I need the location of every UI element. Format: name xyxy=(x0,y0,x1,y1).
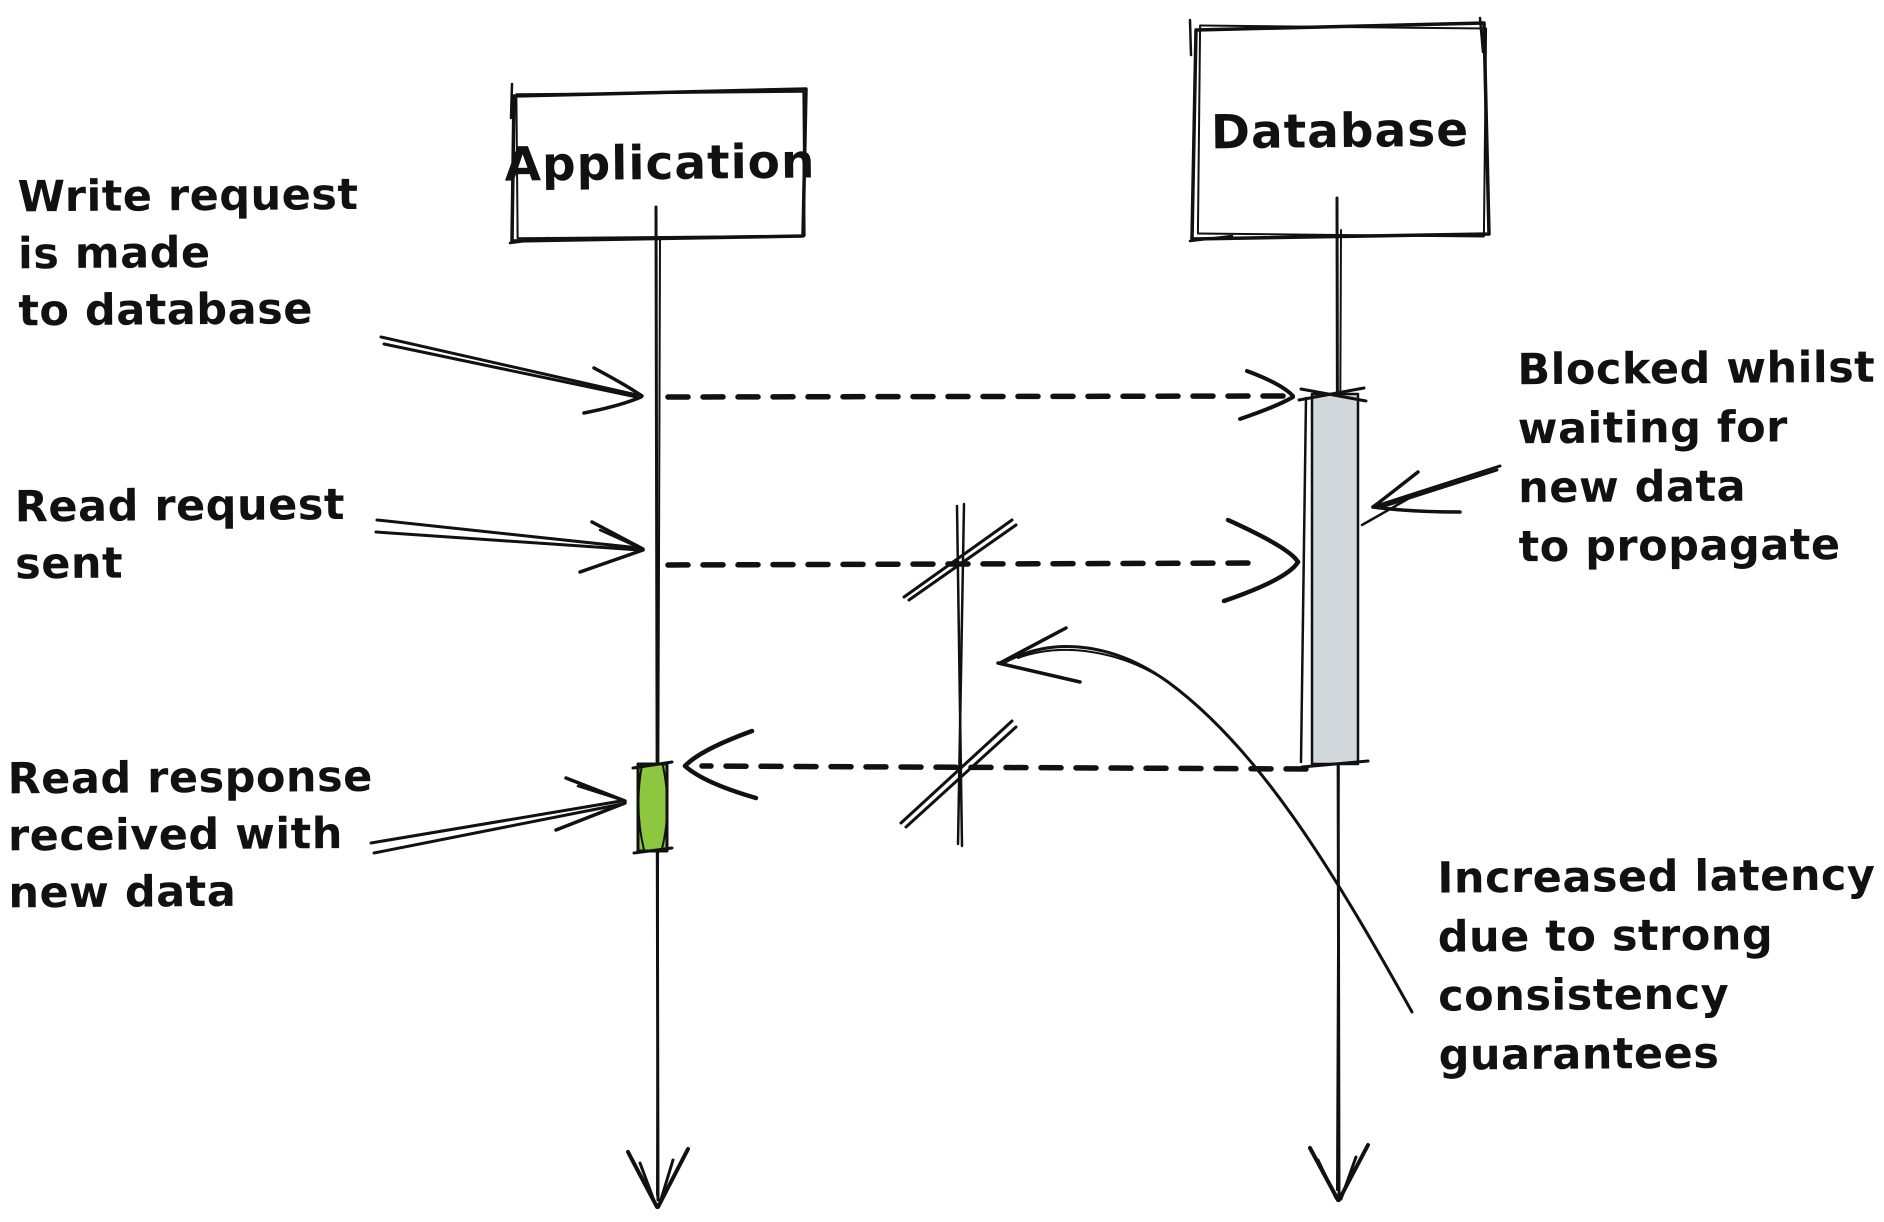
increased-latency-note: Increased latency due to strong consiste… xyxy=(1437,850,1876,1081)
latency-curved-arrow xyxy=(996,626,1414,1014)
delay-slash-bottom xyxy=(899,719,1018,829)
write-note-arrow xyxy=(379,335,644,415)
application-lifeline xyxy=(626,205,690,1209)
write-dashed-arrow xyxy=(665,369,1295,421)
app-activation-green xyxy=(631,760,674,855)
write-request-note: Write request is made to database xyxy=(17,169,359,337)
actor-label-application: Application xyxy=(504,134,816,193)
blocked-note: Blocked whilst waiting for new data to p… xyxy=(1517,342,1876,573)
actor-label-database: Database xyxy=(1210,102,1470,160)
response-dashed-arrow xyxy=(682,728,1309,801)
delay-slash-top xyxy=(902,518,1018,602)
db-activation-bar xyxy=(1297,386,1370,769)
read-request-note: Read request sent xyxy=(14,480,346,590)
read-response-note: Read response received with new data xyxy=(7,751,373,919)
blocked-note-arrow xyxy=(1360,464,1502,527)
application-box xyxy=(508,82,808,245)
database-box xyxy=(1188,16,1491,243)
read-dashed-arrow xyxy=(665,517,1301,604)
response-note-arrow xyxy=(369,776,627,855)
read-note-arrow xyxy=(374,518,645,574)
